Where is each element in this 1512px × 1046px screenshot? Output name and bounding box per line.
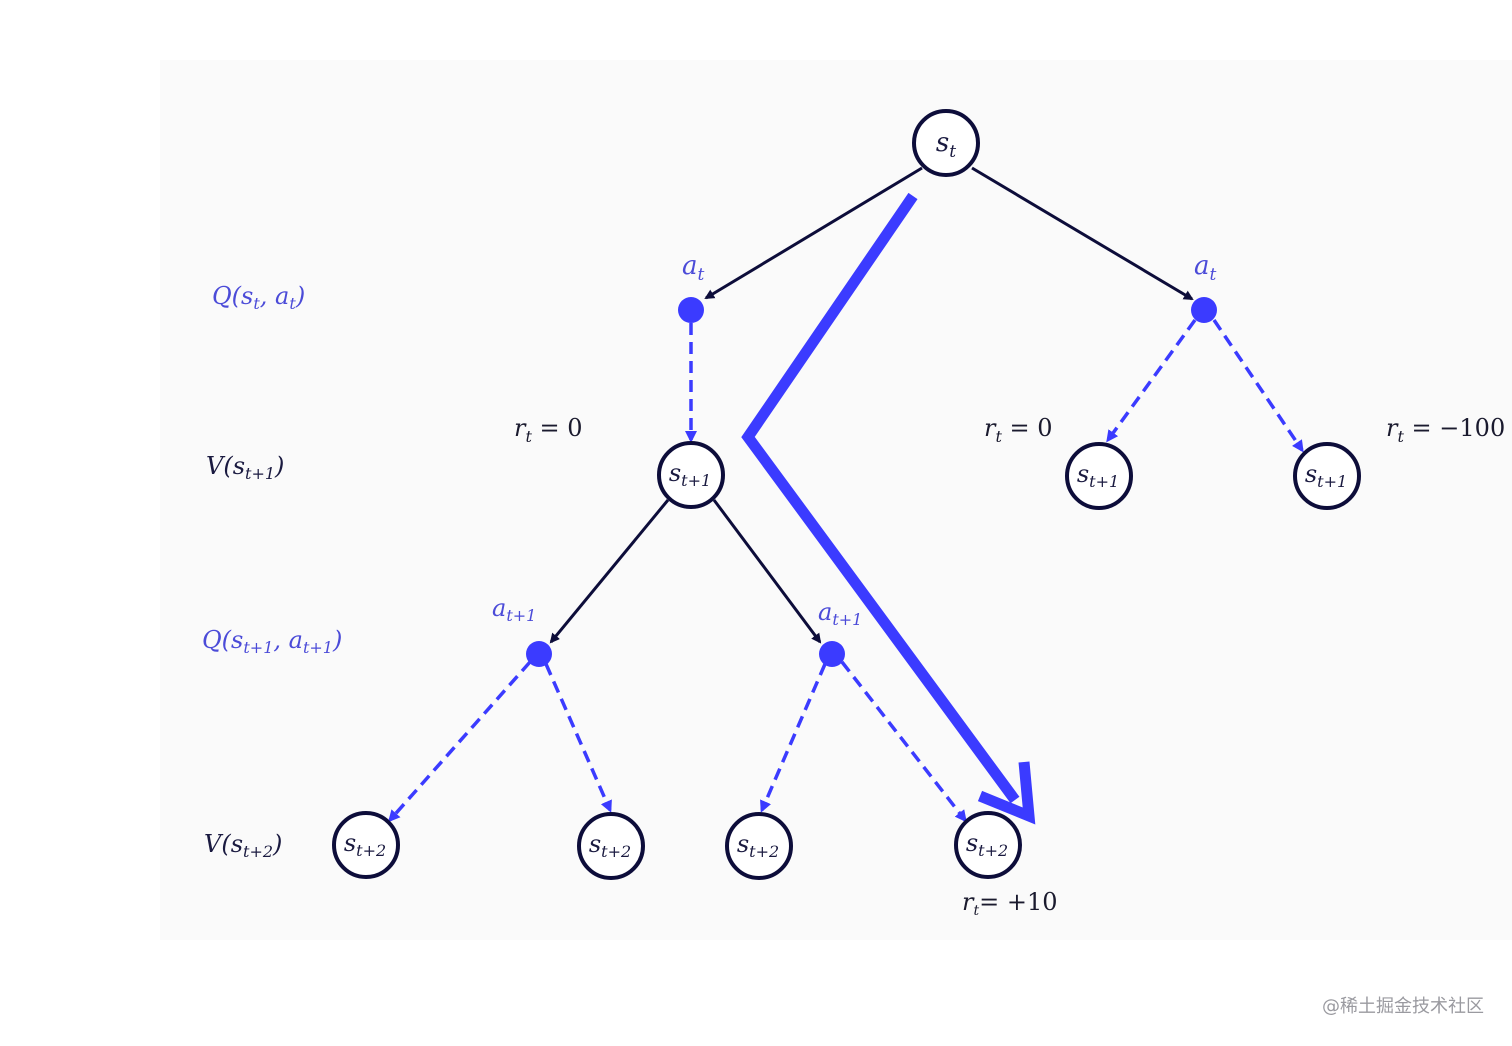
reward-left: rt = 0	[514, 414, 583, 446]
edge-root-to-left-action	[704, 166, 923, 300]
state-node-t2-4: st+2	[954, 811, 1022, 879]
dashed-edge-a1-left-to-s2-2	[544, 663, 612, 813]
dashed-edge-a1-right-to-s2-3	[760, 663, 827, 813]
action-node-t1-right	[819, 641, 845, 667]
reward-mid: rt = 0	[984, 414, 1053, 446]
dashed-edge-right-action-to-state-2	[1212, 319, 1304, 453]
edge-state-to-left-action	[549, 499, 670, 644]
state-node-t1-right-2: st+1	[1293, 442, 1361, 510]
root-base: s	[936, 128, 949, 158]
state-node-t2-3: st+2	[725, 812, 793, 880]
root-sub: t	[949, 142, 956, 162]
state-node-t2-1: st+2	[332, 811, 400, 879]
state-node-t2-2: st+2	[577, 812, 645, 880]
edge-state-to-right-action	[712, 499, 822, 644]
row-label-q-st1-at1: Q(st+1, at+1)	[202, 626, 342, 657]
dashed-edge-a1-right-to-s2-4	[840, 660, 967, 823]
action-node-left	[678, 297, 704, 323]
trajectory-arrowhead	[977, 761, 1036, 825]
state-node-root: st	[912, 109, 980, 177]
svg-text:st: st	[936, 128, 956, 162]
dashed-edge-right-action-to-state-1	[1106, 318, 1197, 443]
reward-bottom: rt= +10	[962, 888, 1058, 919]
state-node-t1-mid: st+1	[657, 441, 725, 509]
diagram-panel	[160, 60, 1512, 940]
action-node-t1-left	[526, 641, 552, 667]
action-node-right	[1191, 297, 1217, 323]
state-node-t1-right-1: st+1	[1065, 442, 1133, 510]
reward-right: rt = −100	[1386, 414, 1505, 446]
dashed-edge-a1-left-to-s2-1	[388, 660, 532, 823]
trajectory-path	[741, 192, 1020, 804]
watermark: @稀土掘金技术社区	[1322, 996, 1484, 1017]
edge-root-to-right-action	[971, 166, 1194, 301]
